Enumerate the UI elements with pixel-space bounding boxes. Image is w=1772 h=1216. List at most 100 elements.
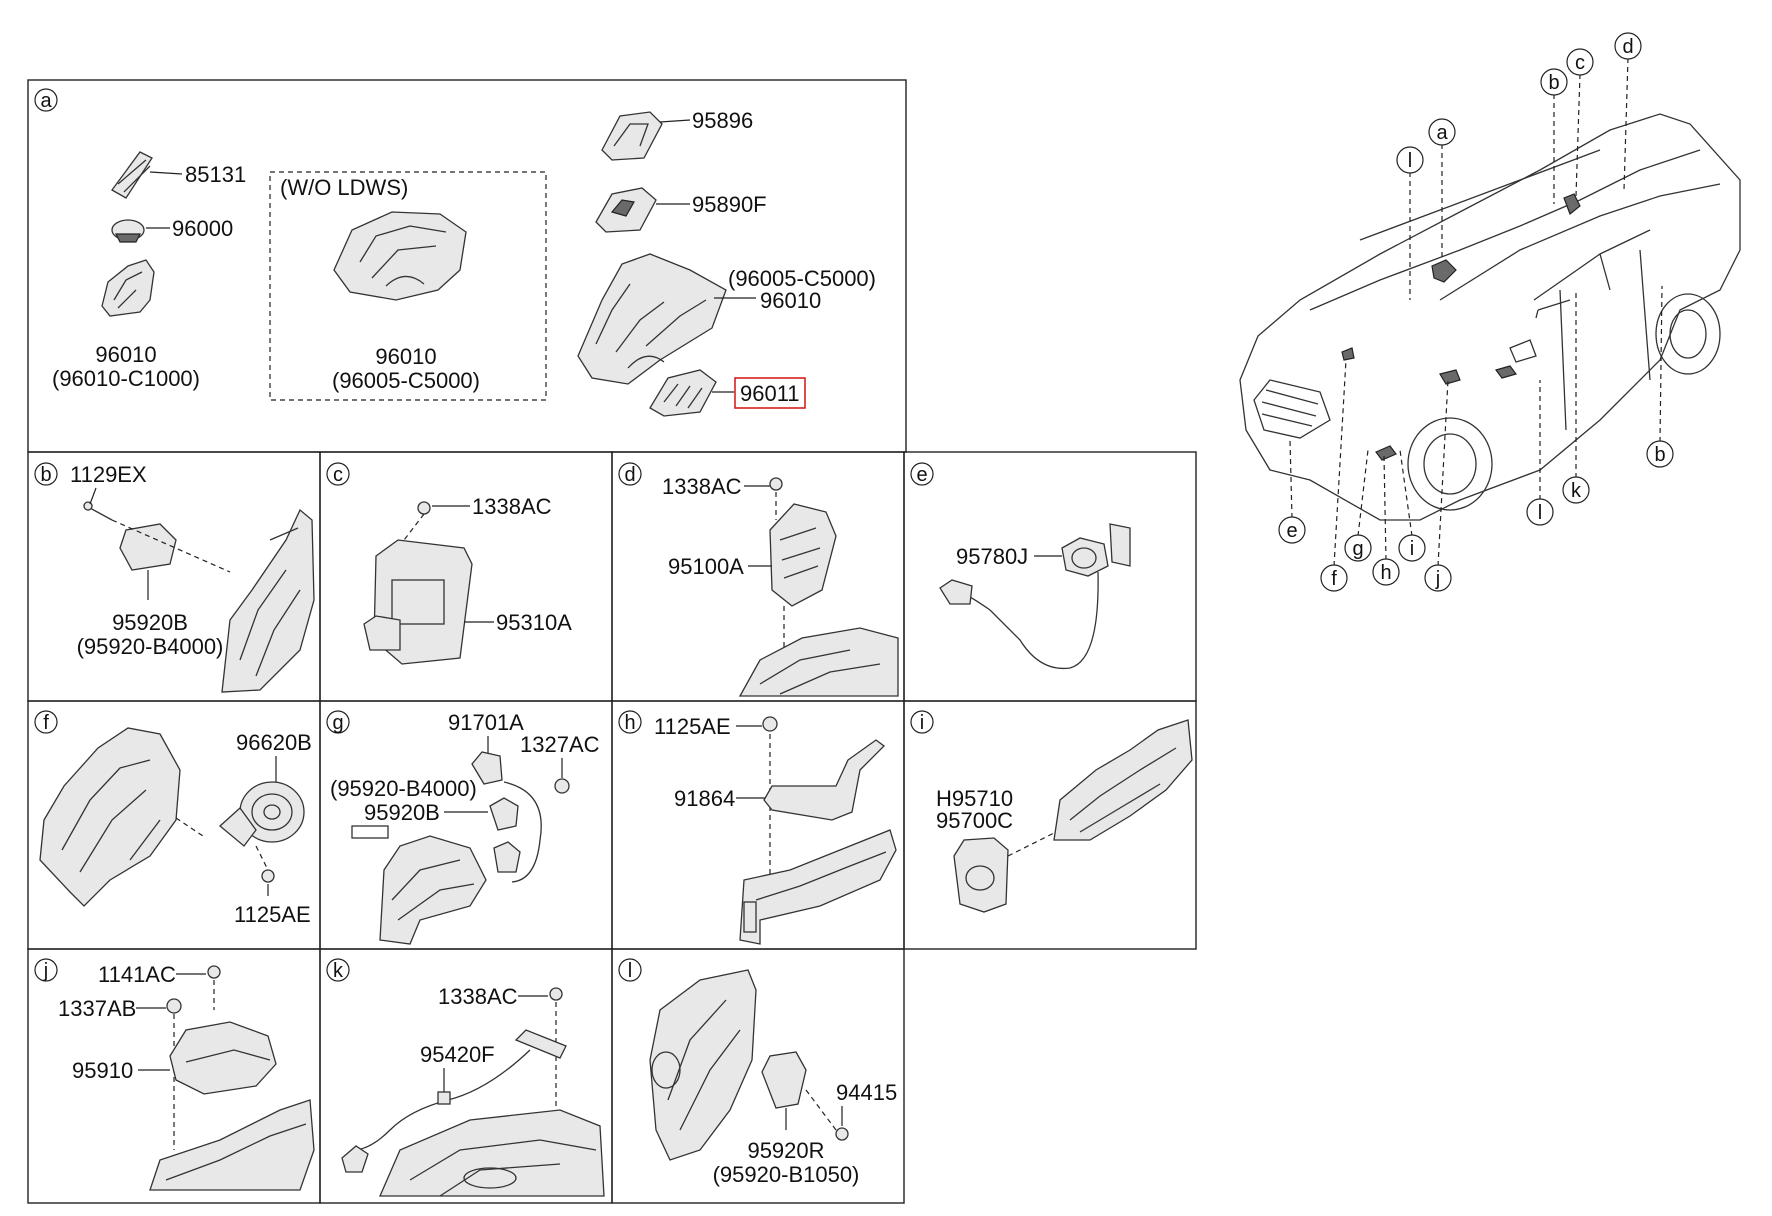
panel-j: j 1141AC 1337AB 95910 [27, 948, 321, 1204]
panel-d: d 1338AC 95100A [611, 451, 905, 702]
label-H95710: H95710 [936, 786, 1013, 811]
panel-a-callout [34, 88, 58, 112]
label-96000: 96000 [172, 216, 233, 241]
label-1338AC-d: 1338AC [662, 474, 742, 499]
vehicle-callout-b-right: b [1646, 440, 1674, 468]
vehicle-mark-h [1375, 445, 1397, 461]
svg-text:b: b [1654, 444, 1665, 466]
label-95780J: 95780J [956, 544, 1028, 569]
vehicle-callout-h: h [1372, 558, 1400, 586]
label-94415: 94415 [836, 1080, 897, 1105]
vehicle-callout-c: c [1566, 48, 1594, 76]
label-1141AC: 1141AC [98, 962, 176, 987]
bracket-85131-drawing [111, 151, 153, 199]
label-96011: 96011 [740, 381, 800, 406]
svg-text:e: e [1286, 520, 1297, 542]
bolt-1141AC-drawing [207, 965, 221, 979]
vehicle-mark-a [1431, 259, 1457, 283]
sensor-95920R-drawing [761, 1051, 807, 1109]
vehicle-grille [1253, 379, 1331, 439]
sensor-95920B-b-drawing [119, 523, 177, 571]
vehicle-callout-l-top: l [1396, 146, 1424, 174]
bracket-91864-drawing [763, 739, 885, 821]
label-95700C: 95700C [936, 808, 1013, 833]
group-caption-wo-ldws: (W/O LDWS) [280, 175, 408, 200]
panel-e-border [903, 451, 1197, 702]
panel-l-border [611, 948, 905, 1204]
panel-a-id: a [40, 90, 52, 112]
nut-1338AC-k-drawing [549, 987, 563, 1001]
vehicle-overview: a b c d l b k l [1239, 32, 1741, 592]
airbag-module-95910-drawing [169, 1021, 277, 1095]
highlight-box-96011 [734, 377, 806, 409]
leader-85131 [149, 171, 183, 175]
panel-g: g 91701A 1327AC (95920-B4000) 95920B [319, 700, 613, 950]
vehicle-mark-f [1341, 347, 1355, 361]
label-96005-C5000-center: (96005-C5000) [332, 368, 480, 393]
svg-text:i: i [1410, 538, 1414, 560]
label-1338AC-c: 1338AC [472, 494, 552, 519]
connector-91701A-drawing [471, 751, 503, 785]
door-panel-l-drawing [649, 969, 757, 1161]
vehicle-callout-j: j [1424, 564, 1452, 592]
front-rail-i-drawing [1053, 719, 1193, 841]
vehicle-callout-i: i [1398, 534, 1426, 562]
panel-l-id: l [628, 960, 632, 982]
bolt-1125AE-f-drawing [261, 869, 275, 883]
bolt-94415-drawing [835, 1127, 849, 1141]
vehicle-callout-b-top: b [1540, 68, 1568, 96]
vehicle-callout-e: e [1278, 516, 1306, 544]
floor-frame-d-drawing [738, 627, 899, 697]
panel-g-id: g [332, 712, 343, 734]
vehicle-callout-a: a [1428, 118, 1456, 146]
label-95920R: 95920R [747, 1138, 824, 1163]
svg-text:f: f [1331, 568, 1337, 590]
svg-text:k: k [1571, 480, 1582, 502]
vehicle-callout-k: k [1562, 476, 1590, 504]
panel-b-id: b [40, 464, 51, 486]
cover-96011-drawing [649, 369, 717, 417]
svg-text:c: c [1575, 52, 1585, 74]
panel-f-id: f [43, 712, 49, 734]
vehicle-callout-l-bottom: l [1526, 498, 1554, 526]
label-95920B-g: 95920B [364, 800, 440, 825]
bracket-frame-g-drawing [379, 835, 487, 945]
panel-f: f 96620B 1125AE [27, 700, 321, 950]
label-91864: 91864 [674, 786, 735, 811]
label-95420F: 95420F [420, 1042, 495, 1067]
floor-k-drawing [379, 1109, 605, 1197]
svg-text:d: d [1622, 36, 1633, 58]
side-rail-h-drawing [739, 829, 897, 945]
svg-text:g: g [1352, 538, 1363, 560]
svg-text:l: l [1408, 150, 1412, 172]
svg-text:a: a [1436, 122, 1448, 144]
panel-b: b 1129EX 95920B (95920-B4000) [27, 451, 321, 702]
panel-h: h 1125AE 91864 [611, 700, 905, 950]
label-96005-C5000-right: (96005-C5000) [728, 266, 876, 291]
wo-ldws-group [269, 171, 547, 401]
panel-i: i H95710 95700C [903, 700, 1197, 950]
label-85131: 85131 [185, 162, 246, 187]
vehicle-callout-f: f [1320, 564, 1348, 592]
label-1327AC: 1327AC [520, 732, 600, 757]
body-frame-b-drawing [221, 508, 315, 693]
vehicle-rear-wheel [1655, 293, 1721, 375]
label-95910: 95910 [72, 1058, 133, 1083]
panel-j-id: j [43, 960, 48, 982]
panel-e-id: e [916, 464, 927, 486]
panel-k-id: k [333, 960, 344, 982]
label-1125AE-h: 1125AE [654, 714, 731, 739]
camera-95780J-drawing [1061, 537, 1109, 577]
label-96620B: 96620B [236, 730, 312, 755]
panel-a: a 85131 96000 96010 (96010-C1000) (W/O L… [27, 79, 907, 453]
antenna-95420F-bracket-drawing [514, 1029, 567, 1059]
svg-text:j: j [1435, 568, 1440, 590]
vehicle-mark-j [1439, 369, 1461, 385]
cover-96010-right-drawing [577, 253, 727, 385]
cover-96010-center-drawing [333, 211, 467, 301]
vehicle-callout-d: d [1614, 32, 1642, 60]
vehicle-mark-k [1535, 299, 1571, 319]
nut-1338AC-c-drawing [417, 501, 431, 515]
